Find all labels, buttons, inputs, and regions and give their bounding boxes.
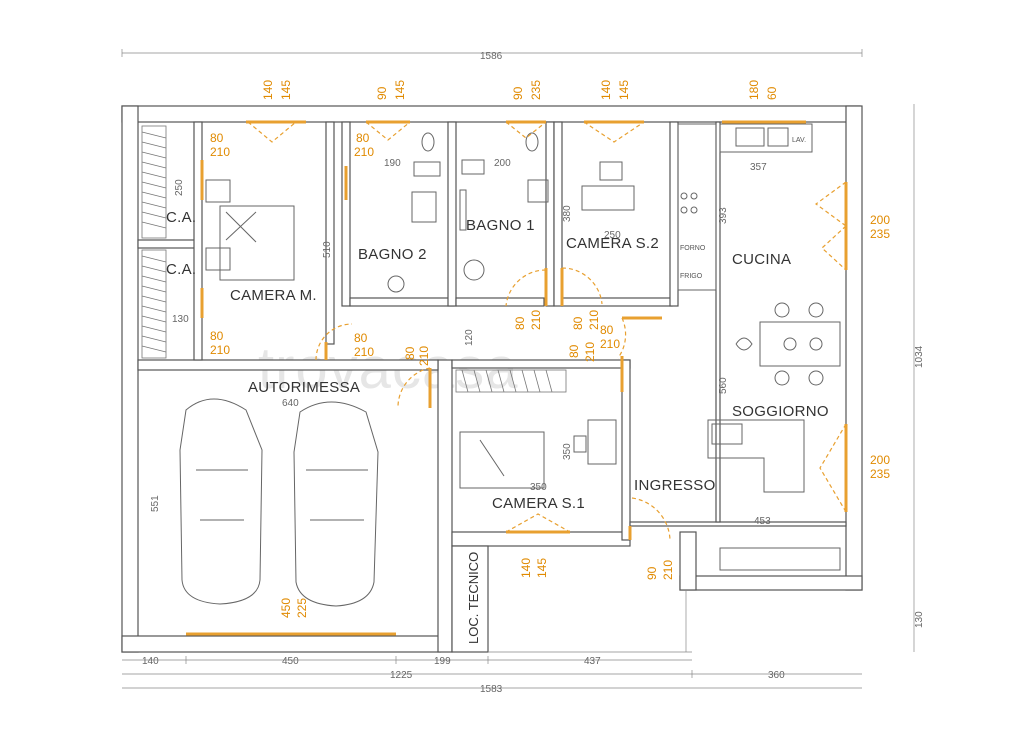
svg-text:145: 145 [535, 558, 549, 578]
dim-cam-s1-w: 350 [530, 482, 547, 493]
svg-text:140: 140 [261, 80, 275, 100]
furniture [179, 123, 841, 607]
dim-cam-s2-w: 250 [604, 230, 621, 241]
svg-text:80: 80 [403, 346, 417, 360]
svg-text:145: 145 [279, 80, 293, 100]
svg-text:60: 60 [765, 86, 779, 100]
svg-text:210: 210 [354, 145, 374, 159]
interior-walls [137, 121, 847, 541]
svg-text:225: 225 [295, 598, 309, 618]
dim-sogg-h: 560 [718, 377, 729, 394]
dim-bagno1-w: 200 [494, 158, 511, 169]
dim-cam-s1-h: 350 [562, 443, 573, 460]
room-bagno-2: BAGNO 2 [358, 246, 427, 263]
svg-text:210: 210 [210, 145, 230, 159]
dim-camera-m-h: 510 [322, 241, 333, 258]
svg-text:145: 145 [393, 80, 407, 100]
svg-text:80: 80 [354, 331, 368, 345]
room-bagno-1: BAGNO 1 [466, 217, 535, 234]
svg-text:90: 90 [511, 86, 525, 100]
room-ingresso: INGRESSO [634, 477, 716, 494]
svg-text:210: 210 [417, 346, 431, 366]
room-camera-m: CAMERA M. [230, 287, 317, 304]
dim-garage-h: 551 [150, 495, 161, 512]
room-loc-tecnico: LOC. TECNICO [466, 552, 481, 644]
svg-text:210: 210 [529, 310, 543, 330]
room-camera-s1: CAMERA S.1 [492, 495, 585, 512]
dim-bottom-3: 199 [434, 656, 451, 667]
svg-text:140: 140 [519, 558, 533, 578]
svg-text:200: 200 [870, 213, 890, 227]
svg-text:210: 210 [600, 337, 620, 351]
dim-right-main: 1034 [914, 345, 925, 368]
dim-garage-w: 640 [282, 398, 299, 409]
svg-text:210: 210 [583, 342, 597, 362]
outer-walls [121, 105, 863, 653]
room-camera-s2: CAMERA S.2 [566, 235, 659, 252]
room-ca-2: C.A. [166, 261, 196, 278]
svg-text:90: 90 [375, 86, 389, 100]
svg-text:200: 200 [870, 453, 890, 467]
dim-top: 1586 [480, 51, 503, 62]
room-cucina: CUCINA [732, 251, 791, 268]
svg-text:235: 235 [870, 227, 890, 241]
svg-text:90: 90 [645, 566, 659, 580]
label-lav: LAV. [792, 137, 806, 144]
dim-corridor: 120 [464, 329, 475, 346]
dim-cam-s2-h: 380 [562, 205, 573, 222]
svg-text:235: 235 [870, 467, 890, 481]
svg-text:140: 140 [599, 80, 613, 100]
opening-dims: 140 145 90 145 90 235 140 145 180 60 80 … [210, 80, 890, 618]
dim-ca-h: 250 [174, 179, 185, 196]
dim-cucina-h: 393 [718, 207, 729, 224]
dim-bottom-total-b: 1583 [480, 684, 503, 695]
svg-text:450: 450 [279, 598, 293, 618]
svg-text:210: 210 [354, 345, 374, 359]
dim-bottom-2: 450 [282, 656, 299, 667]
dimension-lines [121, 49, 915, 689]
dim-cucina-w: 357 [750, 162, 767, 173]
room-soggiorno: SOGGIORNO [732, 403, 829, 420]
label-frigo: FRIGO [680, 273, 703, 280]
svg-text:235: 235 [529, 80, 543, 100]
svg-text:80: 80 [567, 344, 581, 358]
svg-text:210: 210 [210, 343, 230, 357]
svg-text:210: 210 [661, 560, 675, 580]
label-forno: FORNO [680, 245, 706, 252]
closet-hatch [141, 125, 567, 393]
svg-text:180: 180 [747, 80, 761, 100]
dim-bottom-1: 140 [142, 656, 159, 667]
room-ca-1: C.A. [166, 209, 196, 226]
svg-text:80: 80 [571, 316, 585, 330]
svg-text:210: 210 [587, 310, 601, 330]
svg-text:80: 80 [356, 131, 370, 145]
svg-text:80: 80 [210, 329, 224, 343]
svg-text:80: 80 [210, 131, 224, 145]
room-autorimessa: AUTORIMESSA [248, 379, 360, 396]
dim-bottom-5: 360 [768, 670, 785, 681]
svg-text:80: 80 [513, 316, 527, 330]
dim-right-bottom: 130 [914, 611, 925, 628]
dim-bottom-total-a: 1225 [390, 670, 413, 681]
svg-text:145: 145 [617, 80, 631, 100]
openings [186, 120, 848, 636]
dim-ca-w: 130 [172, 314, 189, 325]
svg-text:80: 80 [600, 323, 614, 337]
dim-ingresso-w: 453 [754, 516, 771, 527]
dim-bagno2-w: 190 [384, 158, 401, 169]
dim-bottom-4: 437 [584, 656, 601, 667]
